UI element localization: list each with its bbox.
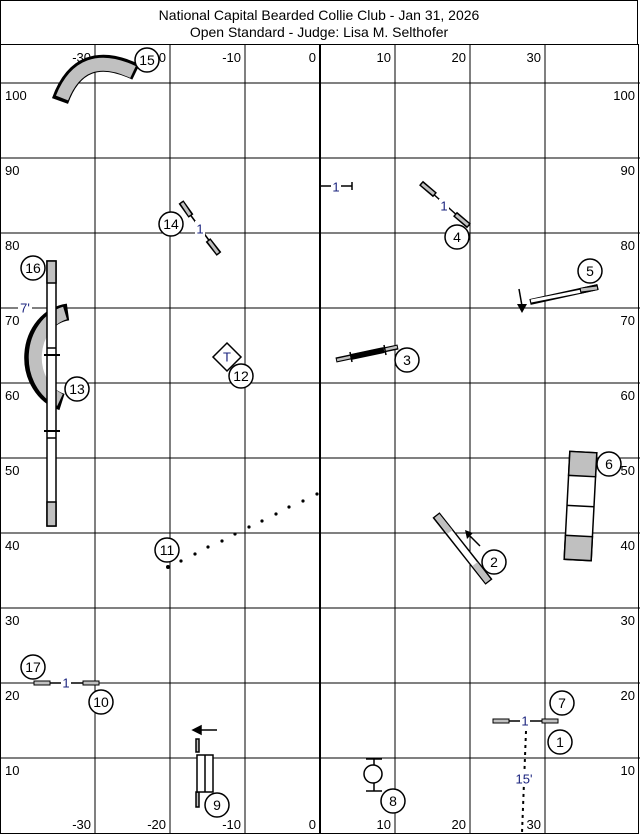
number-8: 8 [380,788,406,814]
number-2: 2 [481,549,507,575]
tire-label: T [223,350,231,365]
number-10: 10 [88,689,114,715]
y-label: 100 [5,88,27,103]
svg-text:2: 2 [490,554,498,570]
jump-bar-label: 1 [521,714,528,729]
svg-text:3: 3 [403,352,411,368]
course-subtitle: Open Standard - Judge: Lisa M. Selthofer [189,24,449,40]
svg-text:17: 17 [25,659,41,675]
y-label: 90 [5,163,19,178]
dogwalk [44,260,60,527]
y-label: 70 [621,313,635,328]
x-label: 30 [527,817,541,832]
measurement-7ft-label: 7' [20,301,30,316]
course-title: National Capital Bearded Collie Club - J… [158,7,480,23]
x-label: 0 [309,50,316,65]
number-3: 3 [394,347,420,373]
svg-text:9: 9 [213,797,221,813]
aframe-6 [563,450,598,562]
number-4: 4 [444,224,470,250]
y-label: 70 [5,313,19,328]
tire-12: T [211,341,243,373]
y-label: 30 [5,613,19,628]
x-label: 10 [377,817,391,832]
svg-text:15: 15 [139,52,155,68]
number-9: 9 [204,792,230,818]
number-13: 13 [64,376,90,402]
broad-jump-9 [191,724,217,808]
y-axis-right: 100 90 80 70 60 50 40 30 20 10 [613,88,635,778]
number-11: 11 [154,537,180,563]
number-14: 14 [158,211,184,237]
number-17: 17 [20,654,46,680]
x-label: 30 [527,50,541,65]
weave-poles-11 [166,492,319,569]
jump-bar-label: 1 [196,222,203,237]
x-label: -20 [147,817,166,832]
teeter-2 [432,512,493,585]
svg-text:7: 7 [558,695,566,711]
y-label: 50 [621,463,635,478]
y-label: 30 [621,613,635,628]
obstacle-8 [363,758,383,792]
y-label: 40 [5,538,19,553]
jump-5 [517,284,599,313]
x-label: 0 [309,817,316,832]
tunnel-15 [51,54,140,105]
jump-1-7: 1 15' [492,713,559,834]
x-label: 10 [377,50,391,65]
y-label: 20 [5,688,19,703]
y-label: 80 [621,238,635,253]
number-1: 1 [547,729,573,755]
svg-text:12: 12 [233,368,249,384]
y-label: 60 [621,388,635,403]
svg-text:8: 8 [389,793,397,809]
grid [0,44,640,834]
measurement-15ft-label: 15' [516,772,533,787]
number-15: 15 [134,47,160,73]
svg-text:10: 10 [93,694,109,710]
x-label: 20 [452,817,466,832]
y-label: 60 [5,388,19,403]
obstacle-numbers: 1 2 3 4 5 6 7 8 9 10 11 12 13 14 15 16 1… [20,47,622,818]
svg-text:5: 5 [586,263,594,279]
direction-arrow [518,288,523,307]
y-axis-left: 100 90 80 70 60 50 40 30 20 10 [5,88,27,778]
course-header: National Capital Bearded Collie Club - J… [0,0,638,44]
x-axis-bottom: -30 -20 -10 0 10 20 30 [72,817,541,832]
y-label: 90 [621,163,635,178]
label-bg [18,301,32,314]
number-7: 7 [549,690,575,716]
y-label: 40 [621,538,635,553]
y-label: 50 [5,463,19,478]
svg-text:11: 11 [160,542,175,558]
y-label: 10 [5,763,19,778]
svg-text:6: 6 [605,456,613,472]
y-label: 10 [621,763,635,778]
svg-text:1: 1 [556,734,564,750]
obstacle-3 [335,344,399,363]
x-label: -30 [72,817,91,832]
number-12: 12 [228,363,254,389]
x-label: -10 [222,817,241,832]
svg-text:4: 4 [453,229,461,245]
jump-bar-label: 1 [62,676,69,691]
number-16: 16 [20,255,46,281]
y-label: 100 [613,88,635,103]
jump-14: 1 [178,200,222,256]
jump-4: 1 [419,180,471,229]
jump-bar-label: 1 [440,199,447,214]
y-label: 80 [5,238,19,253]
svg-text:16: 16 [25,260,41,276]
jump-17-10: 1 [33,675,100,691]
svg-text:14: 14 [163,216,179,232]
x-label: 20 [452,50,466,65]
svg-text:13: 13 [69,381,85,397]
jump-bar-label: 1 [332,180,339,195]
number-6: 6 [596,451,622,477]
number-5: 5 [577,258,603,284]
jump-center: 1 [319,179,353,195]
x-label: -10 [222,50,241,65]
y-label: 20 [621,688,635,703]
